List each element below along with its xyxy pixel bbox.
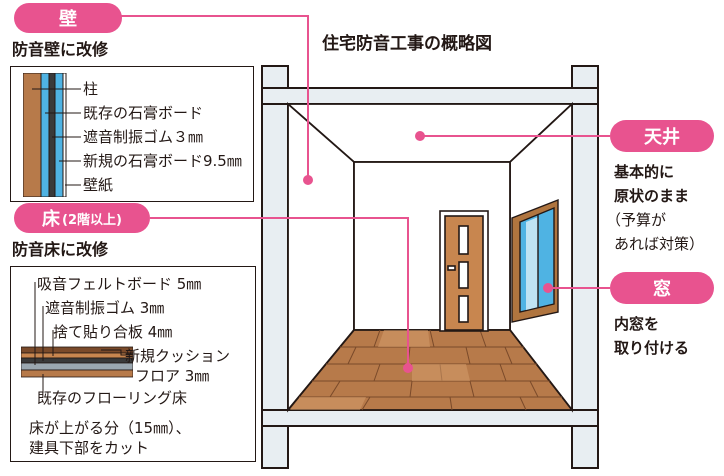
wall-layer-1: 柱: [83, 80, 99, 98]
floor-layer-3: 捨て貼り合板 4㎜: [53, 323, 173, 341]
floor-layer-2: 遮音制振ゴム 3㎜: [45, 299, 165, 317]
floor-badge-sublabel: (2階以上): [62, 212, 122, 228]
window-callout-dot: [543, 283, 553, 293]
floor-note-line-2: 建具下部をカット: [29, 439, 150, 457]
wall-callout-dot: [303, 175, 313, 185]
window-note-line-1: 内窓を: [614, 315, 660, 333]
diagram-title: 住宅防音工事の概略図: [322, 34, 492, 54]
floor-subtitle: 防音床に改修: [12, 240, 109, 259]
window: [511, 198, 559, 323]
floor-cross-section: [21, 282, 133, 393]
wall-subtitle: 防音壁に改修: [12, 40, 109, 59]
floor-detail-box: 吸音フェルトボード 5㎜ 遮音制振ゴム 3㎜ 捨て貼り合板 4㎜ 新規クッション…: [10, 266, 256, 462]
ceiling-callout-dot: [415, 131, 425, 141]
wall-detail-box: 柱 既存の石膏ボード 遮音制振ゴム３㎜ 新規の石膏ボード9.5㎜ 壁紙: [10, 66, 254, 202]
wall-layer-4: 新規の石膏ボード9.5㎜: [83, 152, 242, 170]
wall-badge: 壁: [14, 3, 122, 33]
wall-badge-label: 壁: [59, 9, 77, 30]
floor-layer-4: 新規クッション: [125, 347, 231, 365]
ceiling-note-line-4: あれば対策）: [614, 235, 705, 253]
floor-badge-label: 床: [42, 209, 61, 230]
floor-layer-1: 吸音フェルトボード 5㎜: [37, 275, 202, 293]
wall-layer-5: 壁紙: [83, 176, 114, 194]
window-note-line-2: 取り付ける: [614, 339, 690, 357]
ceiling-badge: 天井: [610, 120, 714, 152]
ceiling-note-line-3: （予算が: [606, 211, 667, 229]
wall-layer-3: 遮音制振ゴム３㎜: [83, 128, 204, 146]
callout-lines: [115, 15, 610, 368]
window-badge-label: 窓: [653, 279, 671, 300]
ceiling-note-line-1: 基本的に: [614, 163, 675, 181]
ceiling-badge-label: 天井: [644, 127, 680, 148]
floor-layer-6: 既存のフローリング床: [37, 389, 188, 407]
wall-cross-section: [23, 73, 81, 197]
floor-callout-dot: [403, 363, 413, 373]
floor-note-line-1: 床が上がる分（15㎜）、: [29, 419, 191, 437]
floor-layer-5: フロア 3㎜: [135, 367, 210, 385]
floor-badge: 床 (2階以上): [14, 203, 150, 233]
ceiling-note-line-2: 原状のまま: [614, 187, 690, 205]
window-badge: 窓: [610, 272, 714, 304]
wall-layer-2: 既存の石膏ボード: [83, 104, 204, 122]
door: [439, 210, 489, 332]
